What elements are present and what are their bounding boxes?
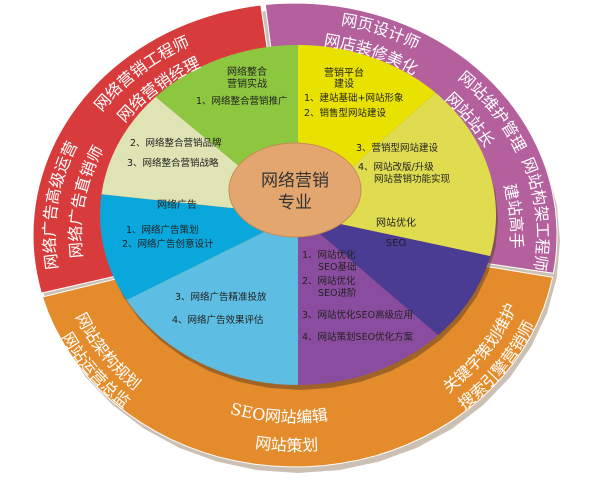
seo-item: SEO进阶	[318, 287, 357, 299]
integrated-item: 3、网络整合营销战略	[127, 157, 219, 169]
seo-item: 1、网站优化	[302, 249, 356, 261]
seo-title-2: SEO	[386, 238, 407, 249]
platform-title-2: 建设	[334, 77, 354, 90]
center-title: 网络营销	[261, 171, 329, 191]
platform-title-1: 营销平台	[324, 66, 364, 79]
integrated-item: 2、网络整合营销品牌	[130, 137, 222, 149]
integrated-title-1: 网络整合	[227, 65, 267, 78]
platform-item: 3、营销型网站建设	[356, 142, 439, 154]
ads-title: 网络广告	[157, 198, 197, 211]
platform-item: 4、网站改版/升级	[358, 161, 434, 173]
platform-item: 网站营销功能实现	[374, 173, 451, 185]
seo-title-1: 网站优化	[376, 216, 416, 229]
ring-job-title: 网站策划	[254, 433, 319, 455]
seo-item: SEO基础	[318, 261, 357, 273]
platform-item: 2、销售型网站建设	[304, 107, 387, 119]
seo-item: 3、网站优化SEO高级应用	[302, 309, 413, 321]
ads-item: 4、网络广告效果评估	[172, 314, 264, 326]
platform-item: 1、建站基础+网站形象	[304, 92, 404, 104]
sector-ads-bottom	[126, 215, 298, 385]
ring-job-title-text: 网站策划	[254, 433, 319, 455]
sector-seo-bottom	[298, 215, 438, 385]
ads-item: 3、网络广告精准投放	[175, 291, 267, 303]
seo-item: 2、网站优化	[302, 275, 356, 287]
center-subtitle: 专业	[278, 193, 312, 213]
ads-item: 2、网络广告创意设计	[122, 238, 214, 250]
seo-item: 4、网站策划SEO优化方案	[302, 331, 414, 343]
center-hub	[228, 142, 362, 238]
ads-item: 1、网络广告策划	[126, 224, 199, 236]
sector-seo-top	[298, 215, 491, 336]
integrated-title-2: 营销实战	[227, 77, 267, 90]
integrated-item: 1、网络整合营销推广	[196, 95, 288, 107]
